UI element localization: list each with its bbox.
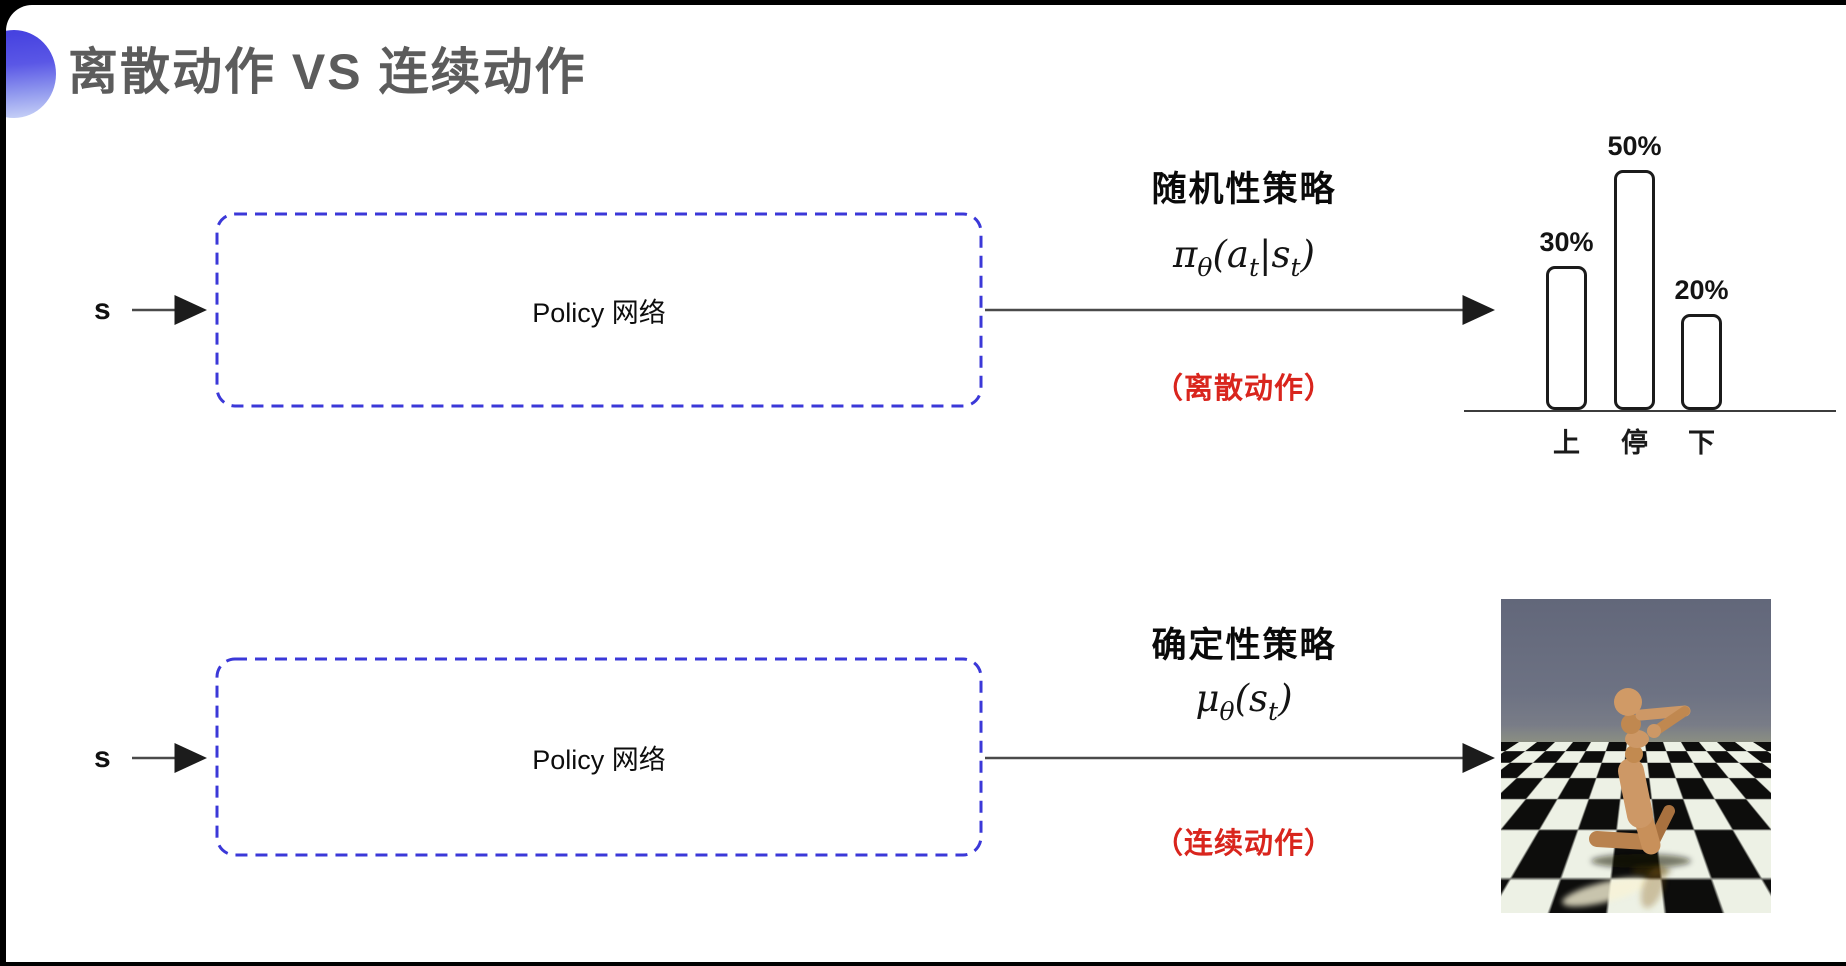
formula-part: (a xyxy=(1212,233,1249,276)
mujoco-humanoid-image xyxy=(1501,599,1771,913)
bar xyxy=(1681,314,1722,410)
action-type-discrete: （离散动作） xyxy=(1153,373,1334,405)
formula-part: t xyxy=(1290,253,1301,282)
formula-part: |s xyxy=(1258,233,1291,276)
bar-value-label: 20% xyxy=(1674,275,1729,305)
formula-part: t xyxy=(1268,697,1279,726)
policy-network-label-2: Policy 网络 xyxy=(532,744,666,775)
formula-pi-theta: πθ(at|st) xyxy=(1046,233,1442,282)
policy-name-stochastic: 随机性策略 xyxy=(1151,170,1337,209)
bar-column: 20% xyxy=(1674,275,1729,410)
slide: 离散动作 VS 连续动作 s Policy 网络 随机性策略 πθ(at|st)… xyxy=(6,5,1846,962)
humanoid-figure xyxy=(1562,688,1691,908)
dashed-border-1 xyxy=(215,212,983,408)
formula-part: θ xyxy=(1197,253,1213,282)
formula-part: ) xyxy=(1278,677,1293,720)
title-bullet-icon xyxy=(6,30,56,118)
policy-network-label-1: Policy 网络 xyxy=(532,297,666,328)
state-input-label-2: s xyxy=(94,741,111,774)
bar-category-label: 下 xyxy=(1688,428,1715,458)
bar-column: 30% xyxy=(1539,227,1594,410)
bar-category-label: 停 xyxy=(1621,428,1648,458)
bar xyxy=(1546,266,1587,410)
policy-network-box-1: Policy 网络 xyxy=(215,212,983,408)
bar-value-label: 50% xyxy=(1607,131,1662,161)
bar-value-label: 30% xyxy=(1539,227,1594,257)
bar-chart: 30% 上 50% 停 20% 下 xyxy=(1464,110,1836,458)
formula-part: π xyxy=(1173,233,1198,276)
dashed-border-2 xyxy=(215,657,983,857)
bar-column: 50% xyxy=(1607,131,1662,410)
formula-part: ) xyxy=(1300,233,1315,276)
policy-network-box-2: Policy 网络 xyxy=(215,657,983,857)
policy-name-deterministic: 确定性策略 xyxy=(1151,626,1337,665)
page-title: 离散动作 VS 连续动作 xyxy=(68,44,587,100)
chart-baseline xyxy=(1464,410,1836,412)
formula-part: θ xyxy=(1219,697,1235,726)
bar-category-label: 上 xyxy=(1553,428,1580,458)
formula-part: μ xyxy=(1195,677,1220,720)
formula-part: t xyxy=(1248,253,1259,282)
state-input-label-1: s xyxy=(94,293,111,326)
formula-part: (s xyxy=(1234,677,1269,720)
action-type-continuous: （连续动作） xyxy=(1153,828,1334,860)
bar xyxy=(1614,170,1655,410)
formula-mu-theta: μθ(st) xyxy=(1046,677,1442,726)
